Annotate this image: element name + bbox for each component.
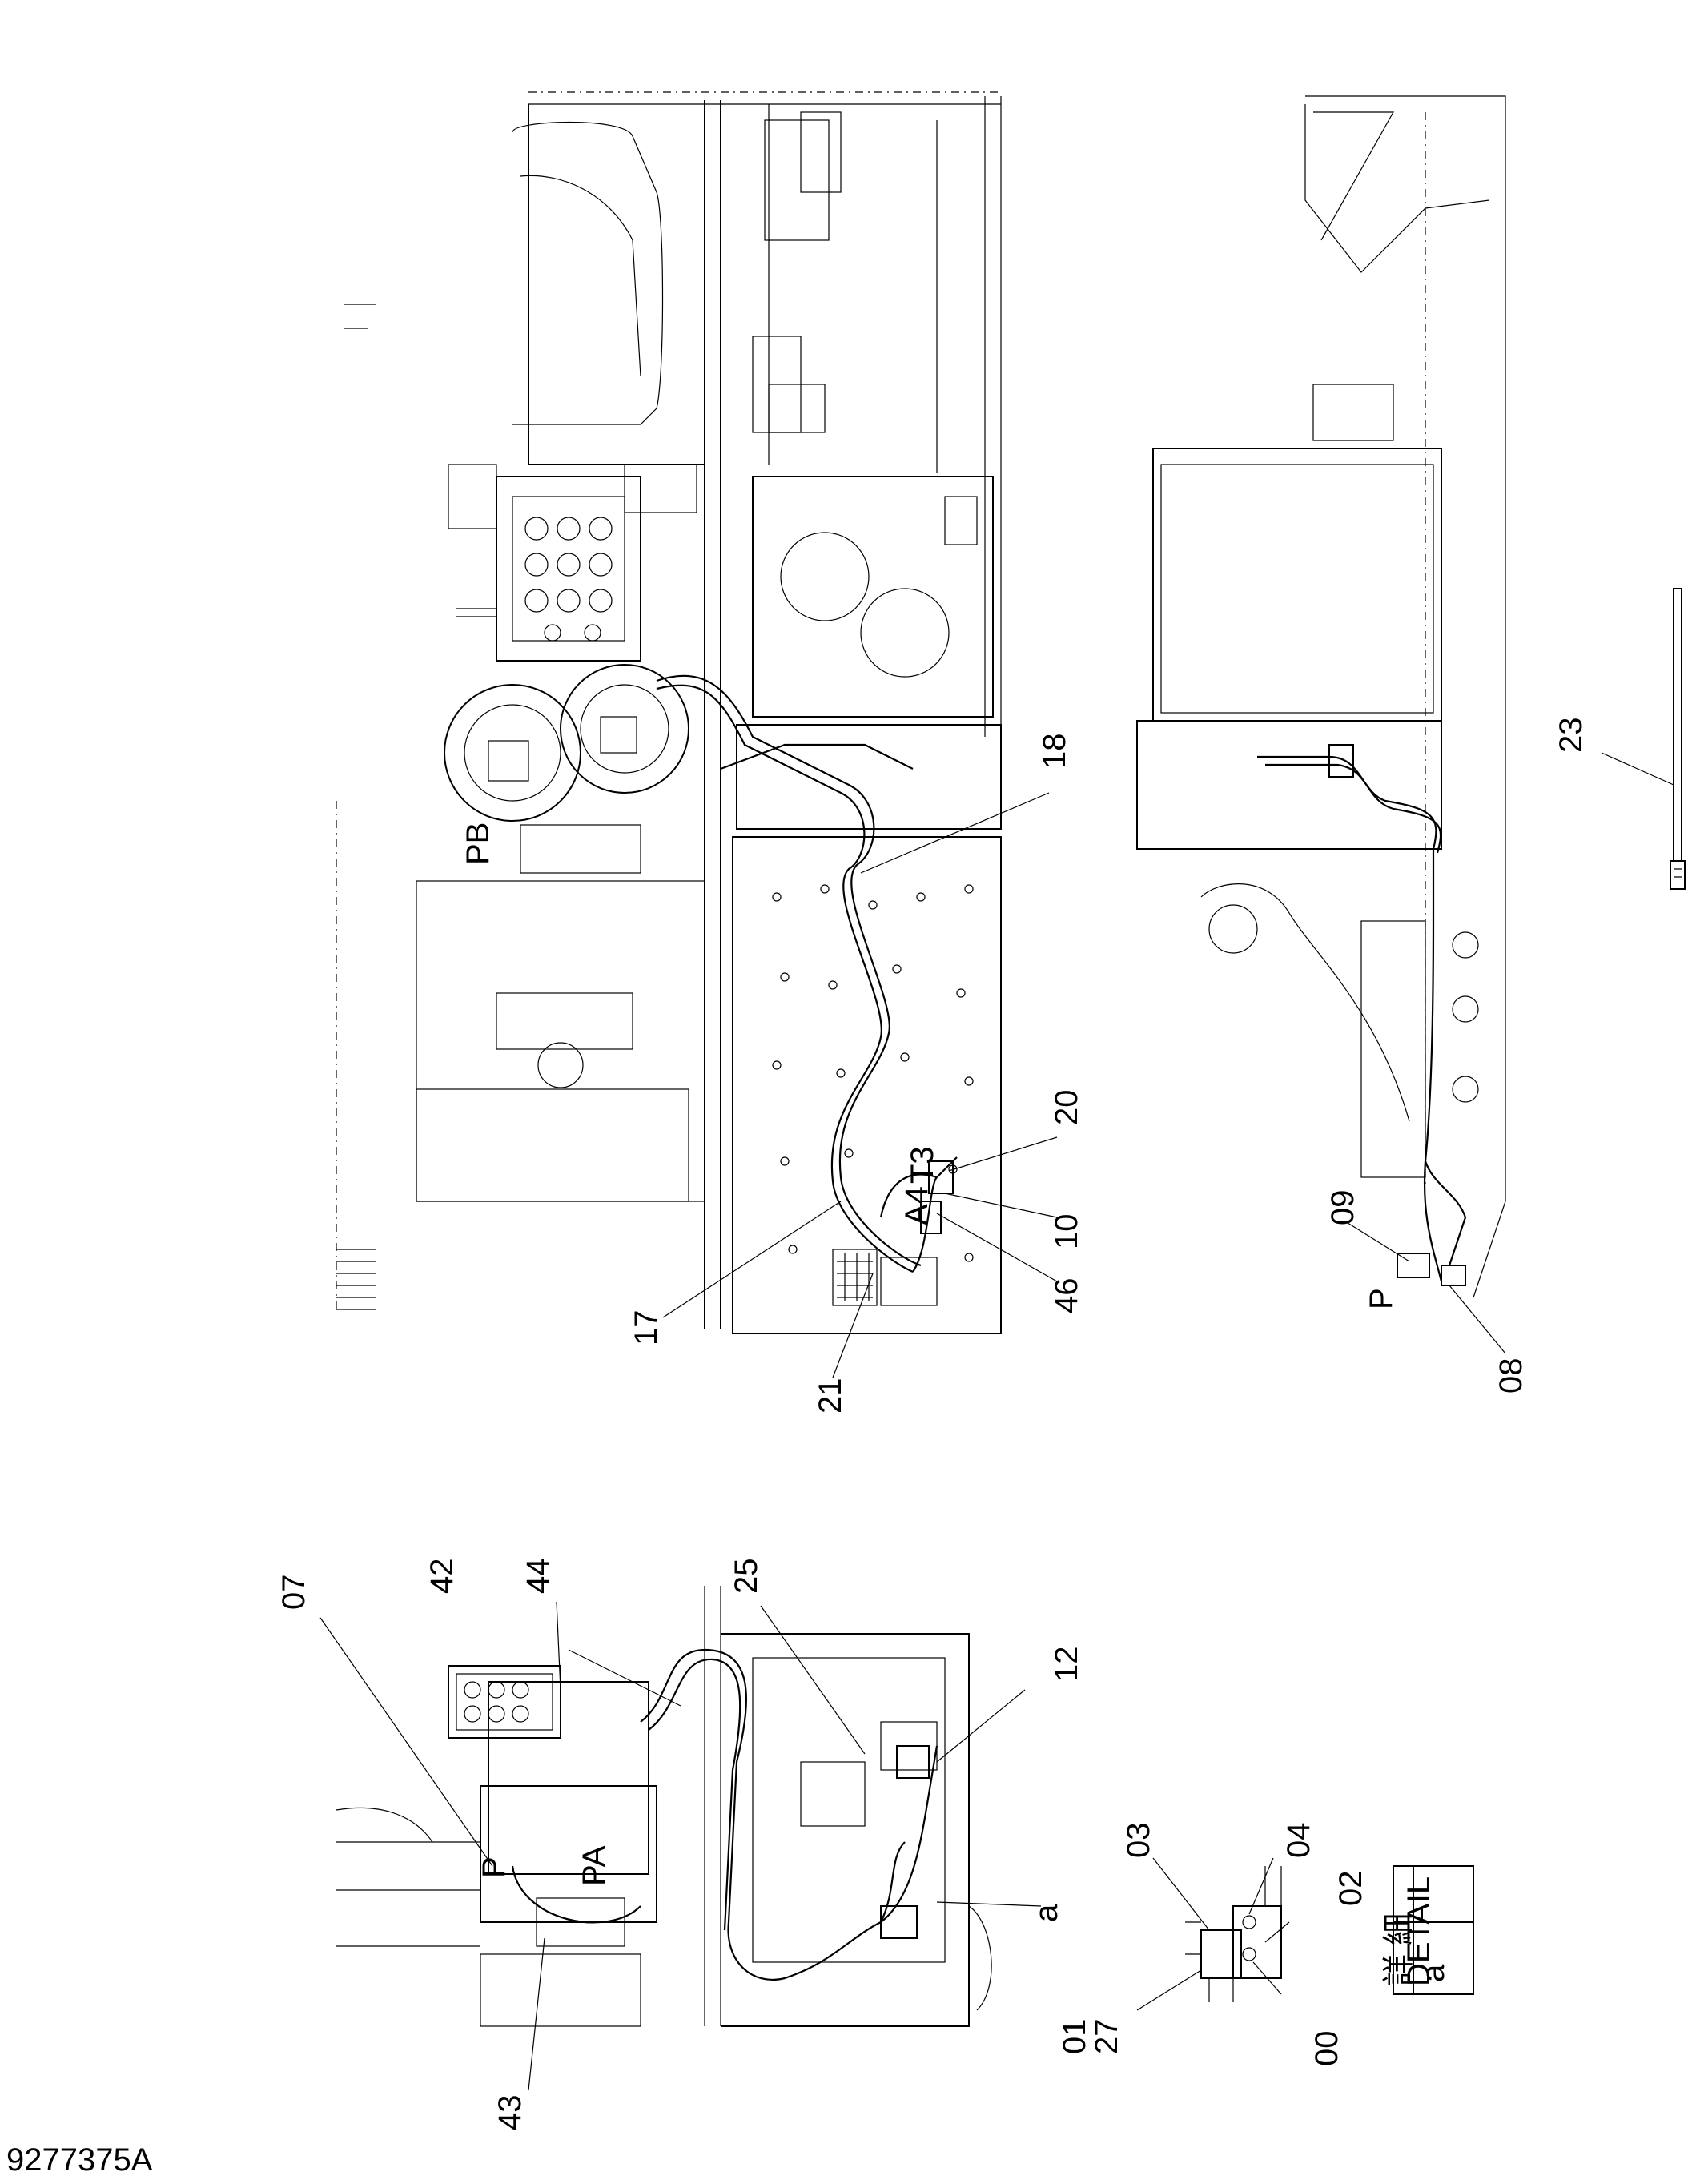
drawing-number: 9277375A bbox=[6, 2142, 153, 2178]
callout-10: 10 bbox=[1049, 1214, 1084, 1250]
plate-holes bbox=[772, 884, 974, 1262]
callout-07: 07 bbox=[276, 1575, 311, 1611]
port-label-t3: T3 bbox=[905, 1146, 940, 1184]
callout-12: 12 bbox=[1049, 1647, 1084, 1683]
swing-motor bbox=[444, 664, 689, 874]
control-valve-block bbox=[448, 464, 697, 662]
port-label-p2: P bbox=[1364, 1288, 1399, 1309]
top-right-view: P bbox=[1136, 95, 1506, 1309]
callout-03: 03 bbox=[1121, 1823, 1156, 1859]
port-label-pb: PB bbox=[460, 823, 496, 865]
callout-09: 09 bbox=[1325, 1190, 1360, 1226]
leader-lines bbox=[319, 752, 1674, 2091]
callout-17: 17 bbox=[629, 1310, 664, 1346]
callout-20: 20 bbox=[1049, 1090, 1084, 1126]
callout-42: 42 bbox=[424, 1559, 460, 1595]
callout-00: 00 bbox=[1309, 2031, 1344, 2067]
detail-label: DETAIL bbox=[1401, 1876, 1437, 1986]
top-left-view: T3 A4 PB bbox=[336, 91, 1002, 1334]
callout-18: 18 bbox=[1037, 734, 1072, 770]
detail-letter: a bbox=[1416, 1964, 1451, 1982]
callout-01: 01 bbox=[1057, 2019, 1092, 2055]
detail-a-view: a DETAIL 詳 細 bbox=[1185, 1865, 1474, 2002]
callout-08: 08 bbox=[1493, 1358, 1529, 1394]
detail-kanji: 詳 細 bbox=[1381, 1913, 1417, 1986]
callout-04: 04 bbox=[1281, 1823, 1316, 1859]
callout-27: 27 bbox=[1089, 2019, 1124, 2055]
port-label-pa: PA bbox=[577, 1845, 612, 1886]
callout-a: a bbox=[1029, 1904, 1064, 1922]
callout-43: 43 bbox=[492, 2095, 528, 2131]
callout-46: 46 bbox=[1049, 1278, 1084, 1314]
port-label-p1: P bbox=[476, 1856, 512, 1878]
cable-tie-part bbox=[1670, 588, 1686, 890]
callout-02: 02 bbox=[1333, 1871, 1368, 1907]
callout-25: 25 bbox=[729, 1559, 764, 1595]
callout-21: 21 bbox=[813, 1378, 848, 1414]
callout-numbers: 18 17 20 10 46 21 09 08 23 07 42 44 25 1… bbox=[276, 718, 1589, 2131]
callout-23: 23 bbox=[1553, 718, 1589, 754]
bottom-left-view: P PA bbox=[336, 1586, 992, 2027]
callout-44: 44 bbox=[520, 1559, 556, 1595]
port-label-a4: A4 bbox=[899, 1186, 934, 1225]
